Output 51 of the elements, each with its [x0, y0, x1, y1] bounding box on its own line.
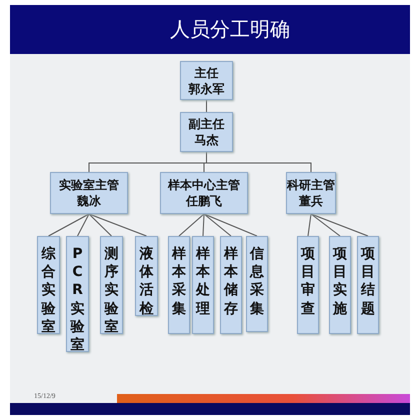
org-box — [160, 172, 248, 214]
node-text: PCR实验室 — [70, 245, 84, 354]
node-text: 项目实施 — [333, 245, 347, 318]
node-text: 信息采集 — [250, 245, 264, 318]
node-text: 郭永军 — [188, 80, 224, 96]
node-text: 样本中心主管 — [168, 177, 240, 193]
connector-line — [204, 214, 258, 236]
title: 人员分工明确 — [169, 16, 291, 42]
org-box — [66, 236, 89, 352]
connector-line — [88, 214, 147, 236]
node-text: 样本储存 — [224, 245, 238, 318]
connector-line — [48, 214, 90, 236]
connector-line — [308, 214, 312, 236]
connector-line — [310, 214, 340, 236]
connector-line — [206, 100, 207, 112]
org-box — [100, 236, 123, 334]
connector-line — [206, 152, 312, 172]
node-text: 项目审查 — [301, 245, 315, 318]
node-text: 董兵 — [299, 193, 323, 209]
connector-line — [204, 214, 232, 236]
connector-line — [202, 214, 204, 236]
org-box — [192, 236, 214, 334]
node-text: 样本采集 — [172, 245, 186, 318]
org-box — [37, 236, 60, 334]
node-text: 副主任 — [188, 116, 224, 132]
node-text: 测序实验室 — [104, 245, 118, 336]
node-text: 液体活检 — [140, 245, 154, 318]
org-box — [168, 236, 190, 334]
org-box — [357, 236, 379, 334]
node-text: 综合实验室 — [42, 245, 56, 336]
org-box — [180, 112, 233, 152]
node-text: 实验室主管 — [59, 177, 119, 193]
org-box — [220, 236, 242, 334]
org-box — [246, 236, 268, 332]
org-box — [329, 236, 351, 334]
org-box — [135, 236, 158, 316]
node-text: 任鹏飞 — [186, 193, 222, 209]
org-box — [50, 172, 128, 214]
org-box — [297, 236, 319, 334]
node-text: 样本处理 — [196, 245, 210, 318]
org-box — [180, 61, 233, 100]
connector-line — [88, 214, 112, 236]
node-text: 马杰 — [194, 132, 218, 148]
node-text: 项目结题 — [361, 245, 375, 318]
node-text: 主任 — [194, 64, 218, 80]
connector-line — [178, 214, 204, 236]
connector-line — [310, 214, 368, 236]
node-text: 魏冰 — [77, 193, 101, 209]
node-text: 科研主管 — [287, 177, 335, 193]
connector-line — [77, 214, 90, 236]
org-box — [286, 172, 336, 214]
